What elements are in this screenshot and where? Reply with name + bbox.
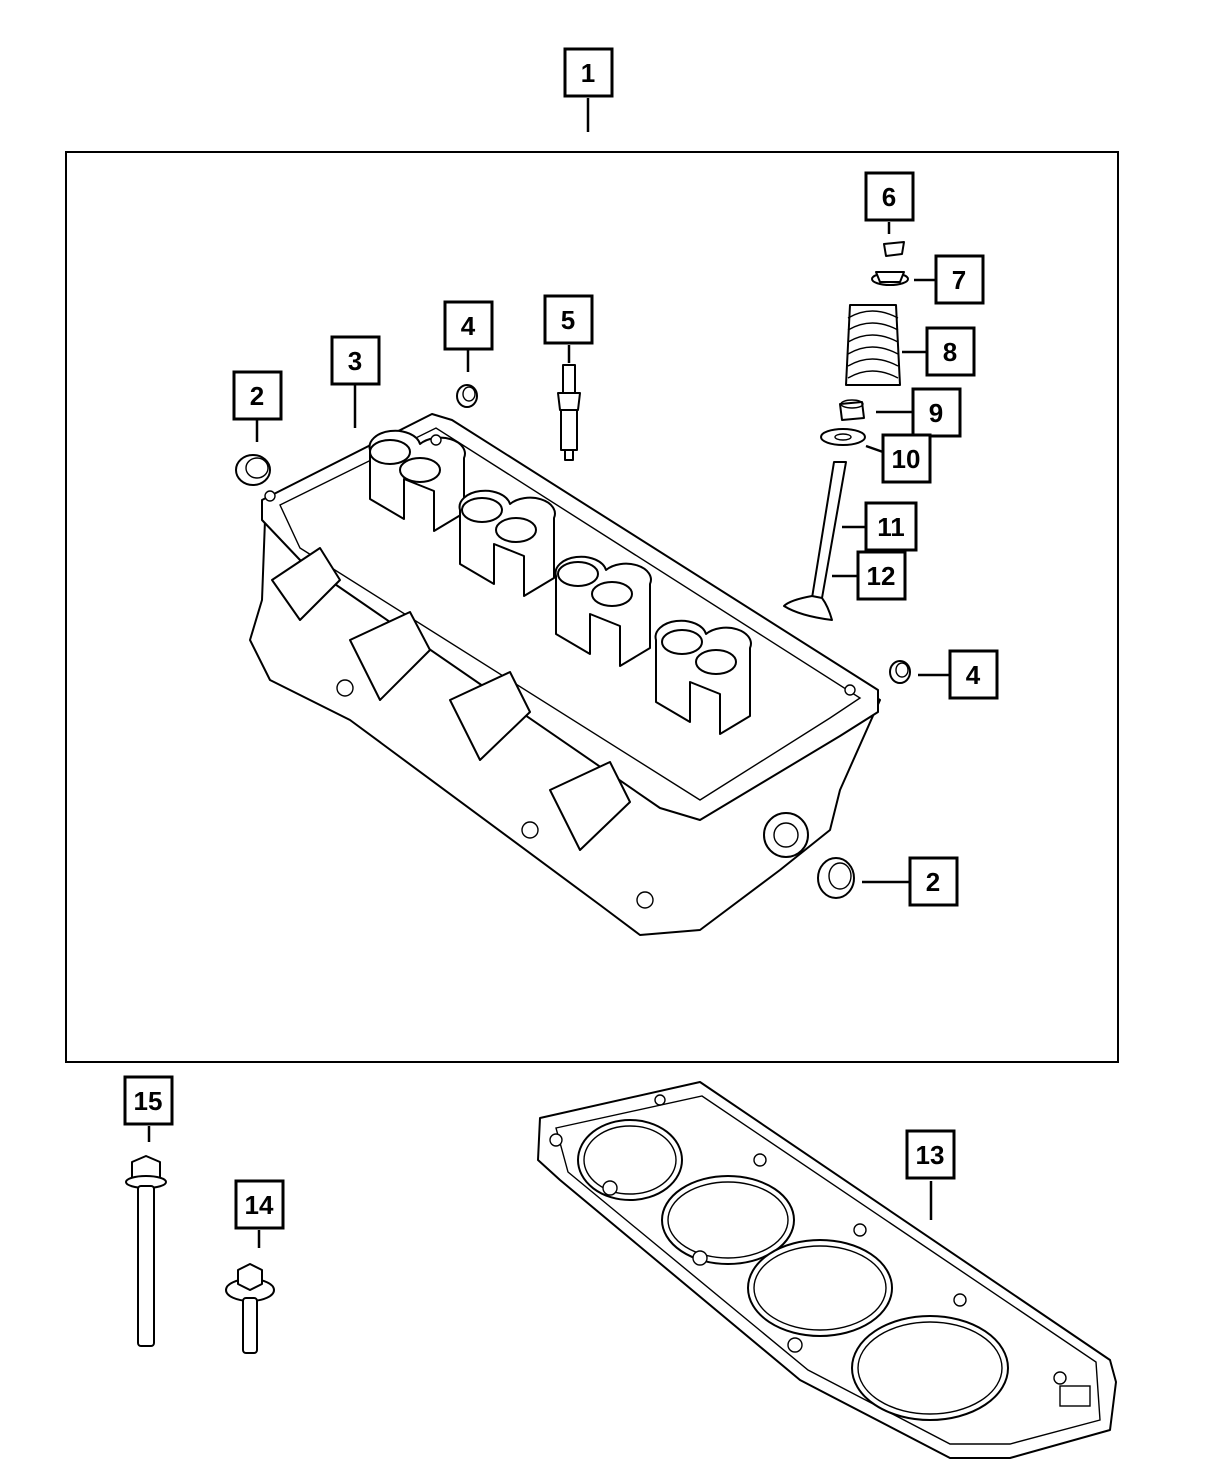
callout-4-right: 4 xyxy=(948,649,999,700)
svg-text:11: 11 xyxy=(877,512,905,542)
seal-left[interactable] xyxy=(235,454,271,486)
head-gasket[interactable] xyxy=(537,1081,1117,1459)
svg-text:6: 6 xyxy=(882,182,896,212)
svg-text:8: 8 xyxy=(943,337,957,367)
callout-13: 13 xyxy=(905,1129,956,1180)
spring-seat[interactable] xyxy=(820,428,866,446)
cylinder-head[interactable] xyxy=(249,413,881,936)
svg-text:2: 2 xyxy=(250,381,264,411)
valve[interactable] xyxy=(783,461,847,621)
callout-5: 5 xyxy=(543,294,594,345)
callout-6: 6 xyxy=(864,171,915,222)
callout-11: 11 xyxy=(864,501,918,552)
callout-8: 8 xyxy=(925,326,976,377)
callout-3: 3 xyxy=(330,335,381,386)
valve-spring[interactable] xyxy=(845,304,901,386)
callout-4-top: 4 xyxy=(443,300,494,351)
svg-text:4: 4 xyxy=(966,660,981,690)
svg-text:7: 7 xyxy=(952,265,966,295)
spark-plug[interactable] xyxy=(557,364,581,461)
leader-lines xyxy=(147,98,950,1248)
valve-retainer[interactable] xyxy=(871,271,909,286)
short-head-bolt[interactable] xyxy=(225,1263,275,1354)
callout-7: 7 xyxy=(934,254,985,305)
valve-stem-seal[interactable] xyxy=(839,399,865,421)
svg-text:4: 4 xyxy=(461,311,476,341)
seal-right[interactable] xyxy=(817,857,855,899)
callout-2-left: 2 xyxy=(232,370,283,421)
svg-text:15: 15 xyxy=(134,1086,163,1116)
valve-keeper[interactable] xyxy=(883,241,905,257)
svg-text:10: 10 xyxy=(892,444,921,474)
svg-text:3: 3 xyxy=(348,346,362,376)
plug-top[interactable] xyxy=(456,384,478,408)
long-head-bolt[interactable] xyxy=(125,1155,167,1347)
callout-15: 15 xyxy=(123,1075,174,1126)
svg-text:2: 2 xyxy=(926,867,940,897)
callout-2-right: 2 xyxy=(908,856,959,907)
callout-9: 9 xyxy=(911,387,962,438)
svg-text:13: 13 xyxy=(916,1140,945,1170)
callout-10: 10 xyxy=(881,433,932,484)
callout-12: 12 xyxy=(856,550,907,601)
assembly-frame xyxy=(65,151,1119,1063)
svg-text:14: 14 xyxy=(245,1190,274,1220)
svg-text:1: 1 xyxy=(581,58,595,88)
svg-text:5: 5 xyxy=(561,305,575,335)
plug-right[interactable] xyxy=(889,660,911,684)
callout-1: 1 xyxy=(563,47,614,98)
callout-14: 14 xyxy=(234,1179,285,1230)
svg-text:12: 12 xyxy=(867,561,896,591)
svg-text:9: 9 xyxy=(929,398,943,428)
